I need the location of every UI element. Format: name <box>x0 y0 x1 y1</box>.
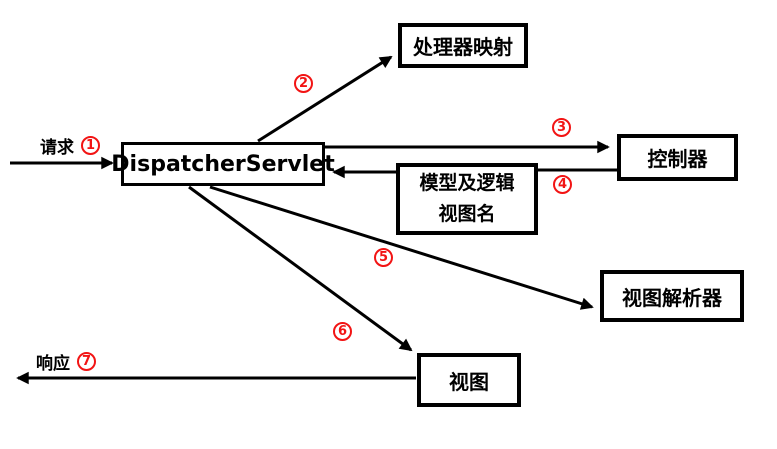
step-7-badge: 7 <box>77 352 96 371</box>
step-6-badge: 6 <box>333 322 352 341</box>
response-label: 响应 7 <box>36 349 96 374</box>
response-text: 响应 <box>36 354 70 374</box>
step-2-badge: 2 <box>294 74 313 93</box>
step-2-number: 2 <box>298 76 309 91</box>
model-and-logical-view-name-label-line2: 视图名 <box>438 203 496 225</box>
request-label: 请求 1 <box>40 133 100 158</box>
dispatcher-servlet-node: DispatcherServlet <box>111 142 335 186</box>
view-resolver-node: 视图解析器 <box>600 270 744 322</box>
step-5-number: 5 <box>378 250 389 265</box>
step-4-badge: 4 <box>553 175 572 194</box>
step6-arrow <box>188 185 413 352</box>
step-7-number: 7 <box>81 354 92 369</box>
step5-arrow <box>209 185 594 310</box>
model-and-logical-view-name-label-line1: 模型及逻辑 <box>419 172 515 194</box>
dispatcher-servlet-label: DispatcherServlet <box>111 151 335 177</box>
model-and-logical-view-name-node: 模型及逻辑 视图名 <box>396 163 538 235</box>
view-label: 视图 <box>449 369 489 394</box>
step-6-number: 6 <box>337 324 348 339</box>
step-3-badge: 3 <box>552 118 571 137</box>
handler-mapping-node: 处理器映射 <box>398 23 528 68</box>
step-1-badge: 1 <box>81 136 100 155</box>
view-node: 视图 <box>417 353 521 407</box>
step2-arrow <box>257 55 393 143</box>
controller-label: 控制器 <box>647 147 708 171</box>
step-4-number: 4 <box>557 177 568 192</box>
request-text: 请求 <box>40 138 74 158</box>
view-resolver-label: 视图解析器 <box>622 285 722 310</box>
step-1-number: 1 <box>85 138 96 153</box>
step-5-badge: 5 <box>374 248 393 267</box>
handler-mapping-label: 处理器映射 <box>413 35 513 59</box>
controller-node: 控制器 <box>617 134 738 181</box>
step-3-number: 3 <box>556 120 567 135</box>
